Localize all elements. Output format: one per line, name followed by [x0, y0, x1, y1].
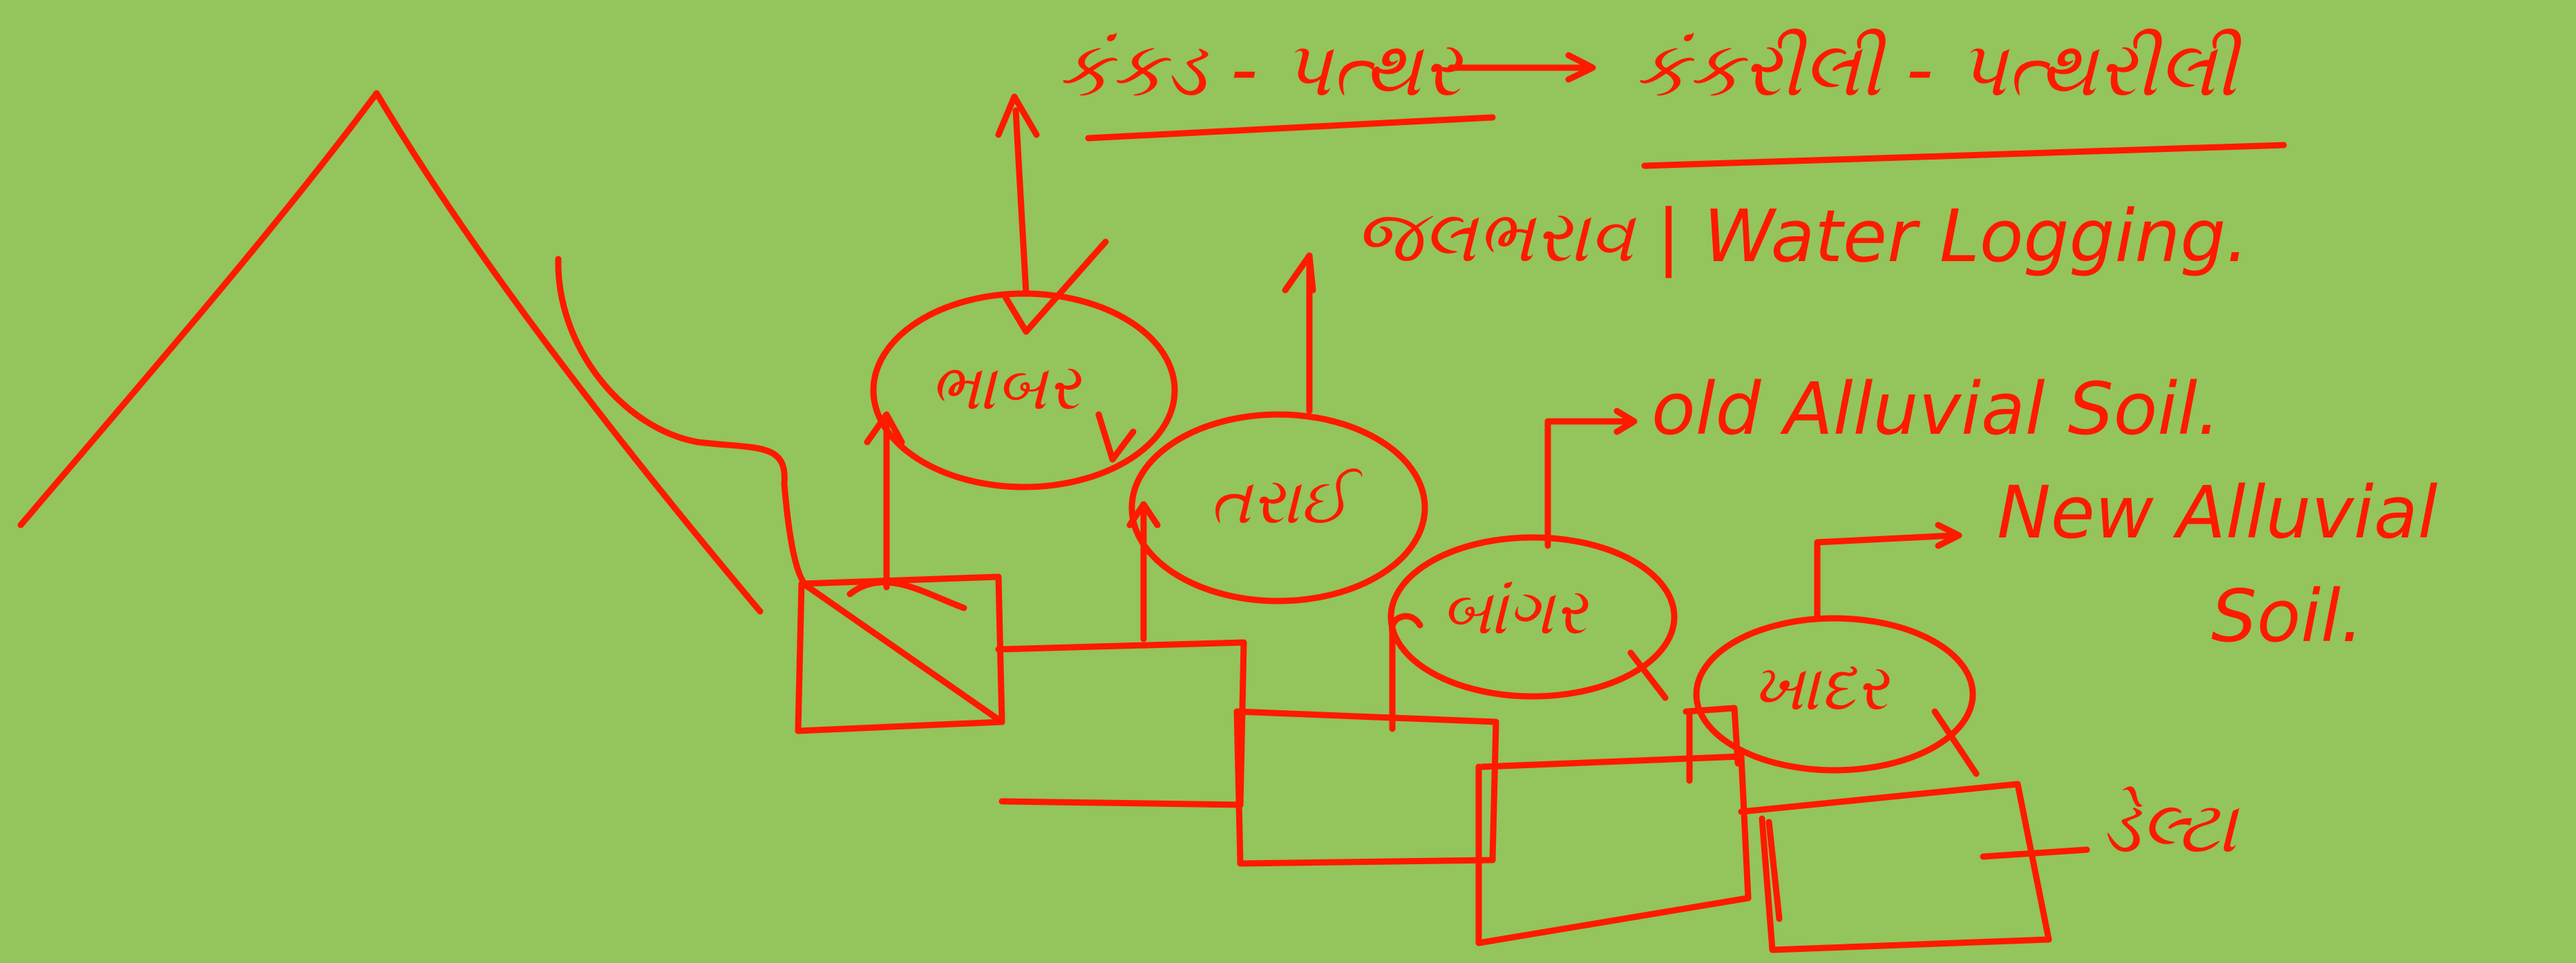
step-box-3 — [1233, 708, 1499, 867]
delta-pointer — [1980, 846, 2090, 860]
note-khadar-line1: New Alluvial — [1997, 470, 2438, 555]
step-box-2 — [995, 639, 1247, 808]
bangar-to-note-arrow — [1544, 408, 1638, 549]
bubble-label-bangar: બાંગર — [1441, 575, 1587, 649]
bubble-khadar — [1693, 615, 1976, 774]
step-box-5-inner — [1765, 819, 1783, 922]
bangar-tail — [1627, 649, 1669, 701]
tarai-to-note-arrow — [1282, 252, 1316, 414]
note-delta: ડેલ્ટા — [2101, 785, 2237, 869]
note-khadar-line2: Soil. — [2211, 574, 2364, 658]
underline-left-term — [1085, 114, 1496, 142]
step-box-4 — [1475, 753, 1752, 946]
note-tarai: જલભરાવ | Water Logging. — [1354, 194, 2249, 278]
mountain-outline — [17, 90, 764, 615]
slope-curve — [555, 256, 1005, 725]
top-term-left: કંકડ - પત્થર — [1057, 25, 1461, 113]
bhabar-check — [1002, 238, 1109, 335]
bubble-bangar — [1388, 534, 1678, 700]
bubble-label-khadar: ખાદર — [1752, 651, 1888, 725]
step-box-1 — [795, 573, 1005, 734]
bubble-tarai — [1128, 411, 1428, 604]
bhabar-tick — [1095, 411, 1137, 463]
underline-right-term — [1641, 142, 2287, 169]
step-box-5 — [1738, 781, 2052, 953]
bubble-label-tarai: તરાઈ — [1209, 464, 1349, 538]
khadar-tail — [1931, 708, 1980, 777]
bhabar-to-top-arrow — [995, 93, 1040, 297]
bubble-label-bhabar: ભાબર — [929, 350, 1080, 424]
note-bangar: old Alluvial Soil. — [1651, 367, 2221, 451]
top-arrow — [1448, 52, 1596, 83]
bangar-arrow-up — [1389, 613, 1423, 732]
khadar-to-note-arrow — [1814, 522, 1962, 622]
top-term-right: કંકરીલી - પત્થરીલી — [1634, 25, 2237, 113]
tarai-arrow-up — [1126, 501, 1161, 642]
slope-hatch — [846, 579, 967, 611]
bhabar-arrow-up — [864, 411, 905, 591]
